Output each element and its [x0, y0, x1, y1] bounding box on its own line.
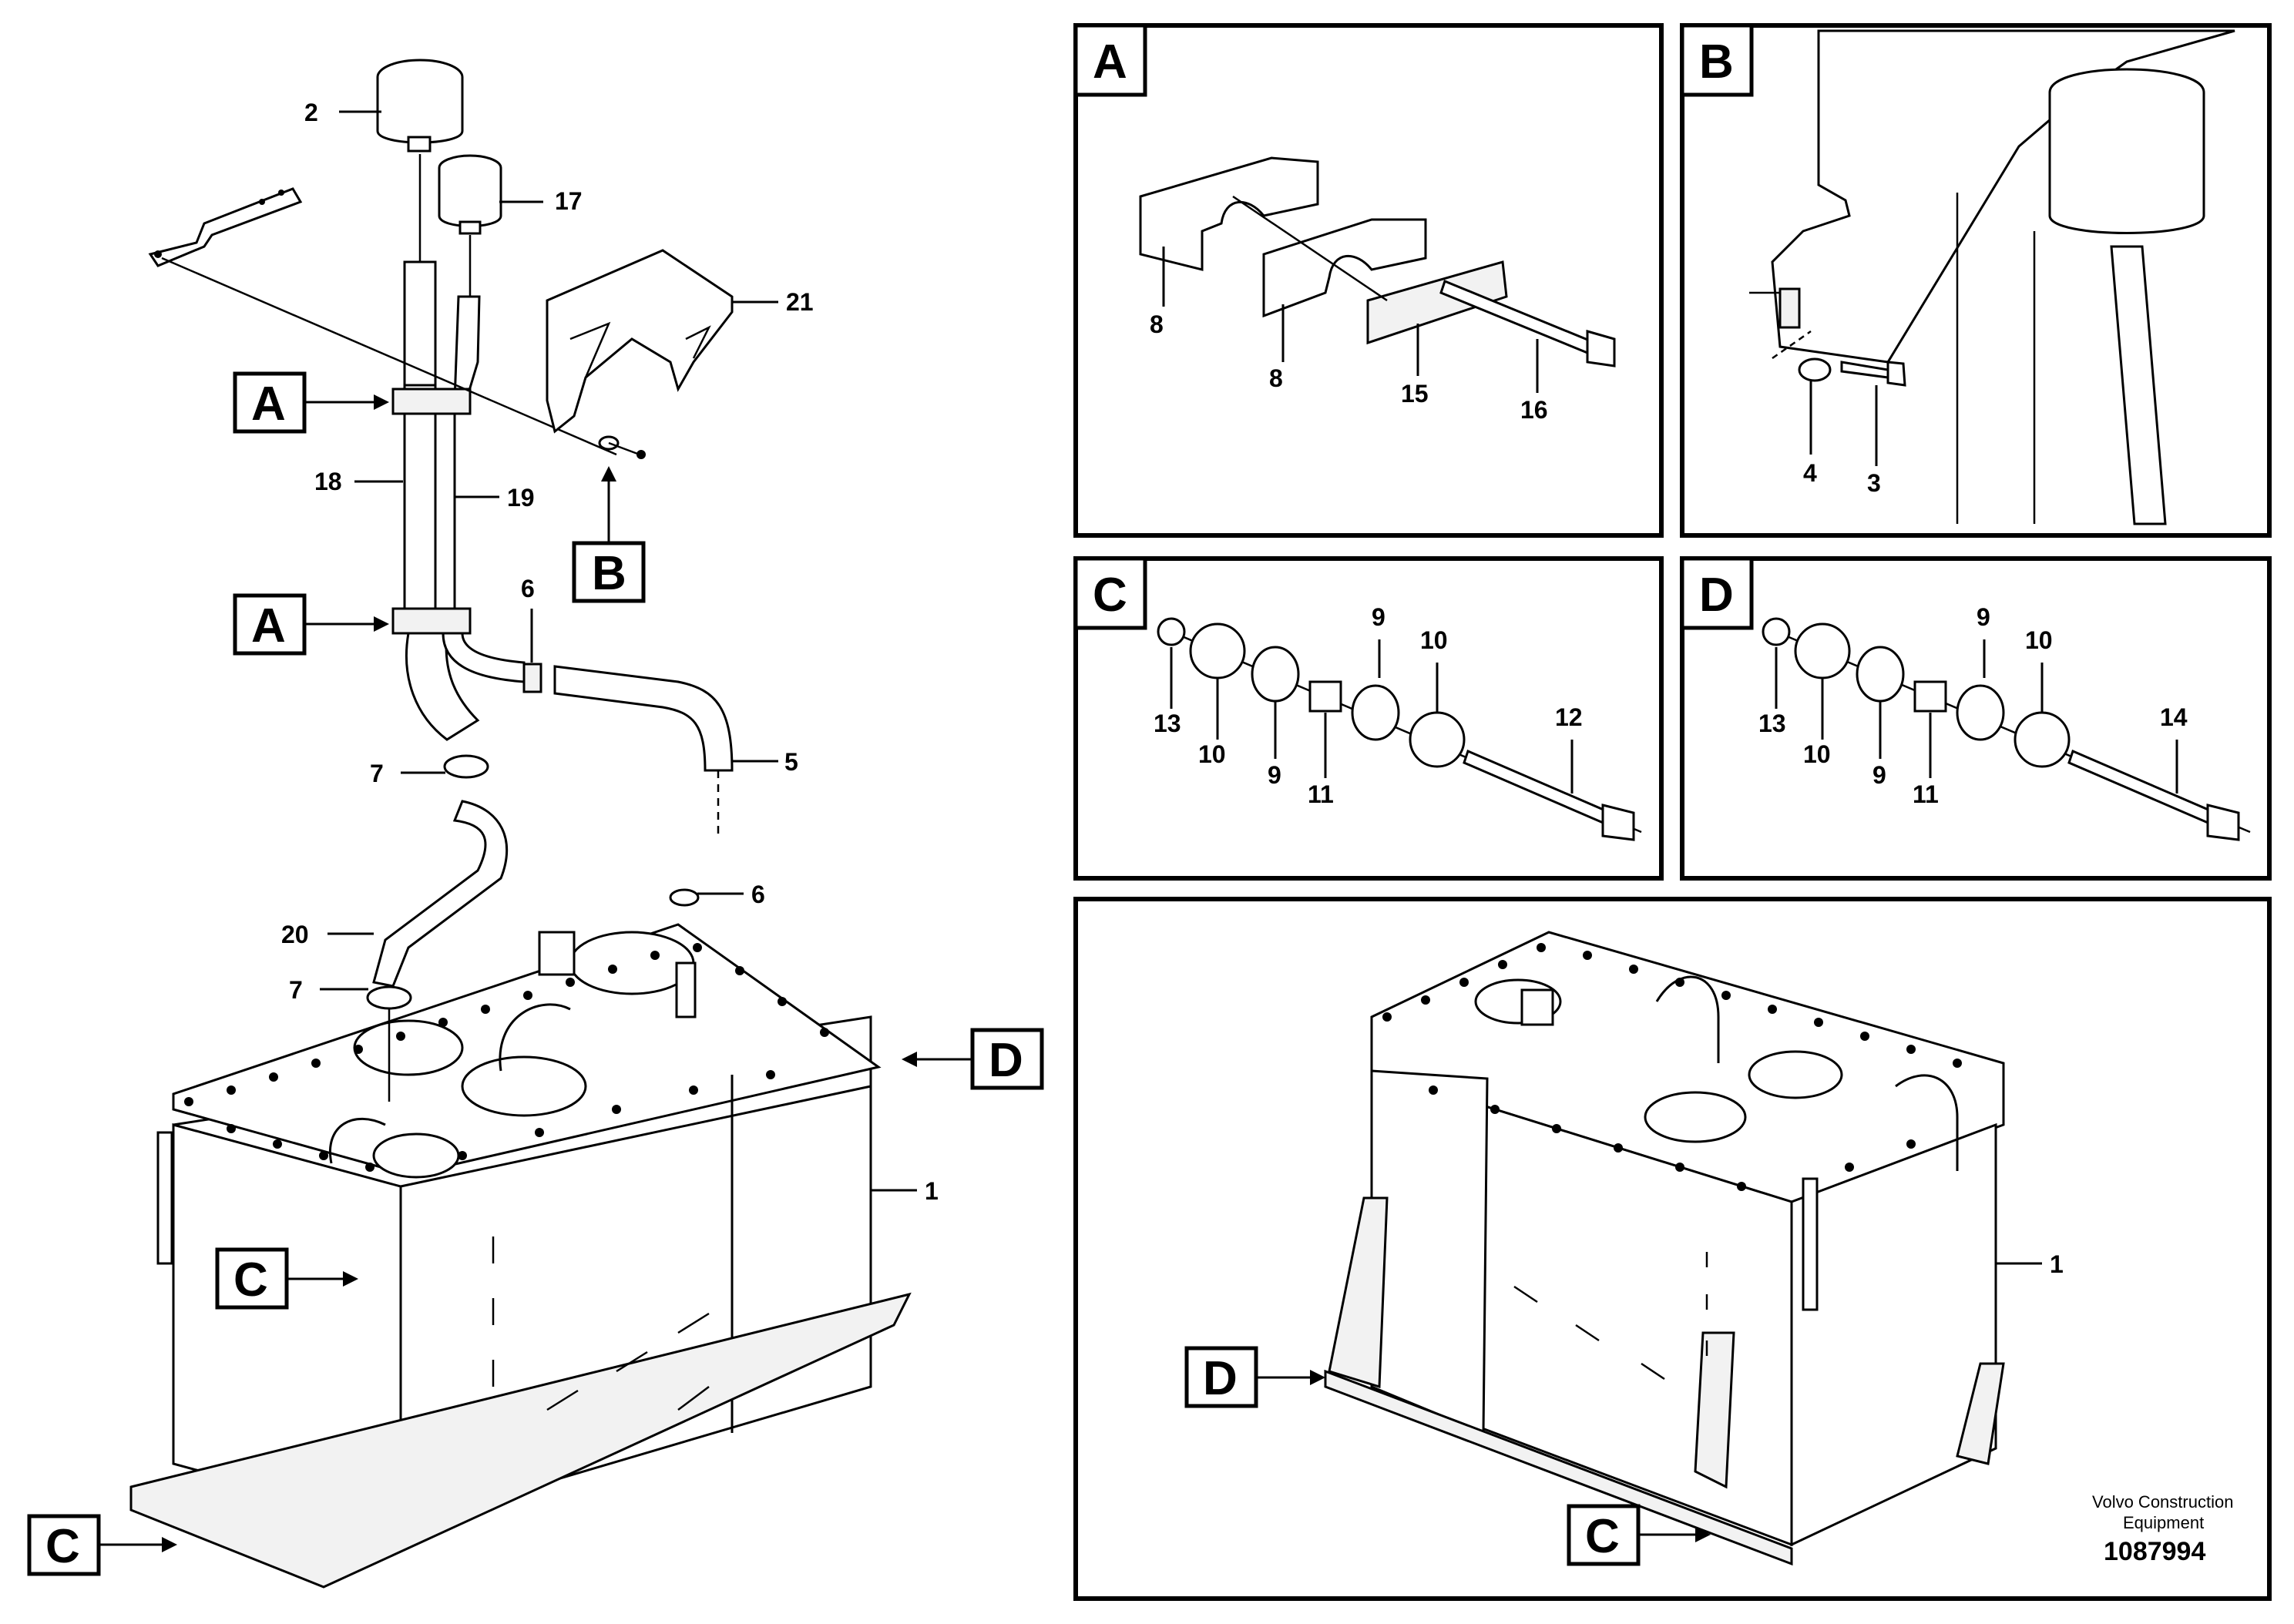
svg-text:C: C [45, 1520, 80, 1573]
svg-text:B: B [592, 547, 626, 600]
view-marker-c-lower: C [27, 1514, 177, 1576]
view-marker-a-lower: A [233, 593, 389, 656]
panel-c-callout-9b: 9 [1372, 603, 1385, 631]
detail-panel-d: D 13 10 9 11 9 10 14 [1680, 556, 2272, 881]
svg-text:C: C [1585, 1510, 1620, 1563]
panel-a-callout-15: 15 [1401, 380, 1429, 408]
svg-text:D: D [989, 1034, 1023, 1087]
panel-a-callout-8b: 8 [1269, 364, 1283, 392]
breather-filter [438, 154, 502, 235]
footer-brand-line2: Equipment [2123, 1513, 2204, 1532]
panel-a-callout-8a: 8 [1150, 310, 1164, 338]
callout-19: 19 [507, 484, 535, 512]
panel-d-callout-14: 14 [2160, 703, 2188, 731]
guard-bracket [546, 249, 734, 434]
callout-21: 21 [786, 288, 814, 316]
callout-6b: 6 [751, 881, 765, 908]
callout-7a: 7 [370, 760, 384, 787]
panel-d-callout-10b: 10 [2025, 626, 2053, 654]
callout-5: 5 [784, 748, 798, 776]
rear-view-marker-d: D [1184, 1346, 1325, 1408]
lid-bolts [184, 943, 829, 1172]
callout-17: 17 [555, 187, 583, 215]
rear-lid-bolts [1382, 943, 1962, 1191]
rear-view-marker-c: C [1567, 1504, 1711, 1566]
panel-d-label: D [1699, 569, 1734, 622]
panel-d-callout-11: 11 [1913, 780, 1939, 808]
hydraulic-tank [129, 923, 912, 1589]
callout-20: 20 [281, 921, 309, 948]
callout-7b: 7 [289, 976, 303, 1004]
view-marker-d: D [902, 1028, 1044, 1090]
panel-d-callout-13: 13 [1758, 710, 1786, 737]
panel-b-label: B [1699, 35, 1734, 89]
panel-c-callout-9a: 9 [1268, 761, 1281, 789]
callout-18: 18 [314, 468, 342, 495]
panel-c-callout-12: 12 [1555, 703, 1583, 731]
panel-d-callout-10a: 10 [1803, 740, 1831, 768]
svg-text:D: D [1203, 1352, 1238, 1405]
svg-text:A: A [251, 599, 286, 653]
svg-text:A: A [251, 377, 286, 431]
detail-panel-b: B 4 3 [1680, 23, 2272, 538]
drawing-number: 1087994 [2104, 1537, 2205, 1566]
footer-brand-line1: Volvo Construction [2092, 1492, 2233, 1512]
callout-1a: 1 [925, 1177, 939, 1205]
filler-cap [376, 59, 464, 153]
panel-a-callout-16: 16 [1520, 396, 1548, 424]
panel-c-callout-13: 13 [1154, 710, 1181, 737]
panel-c-callout-10a: 10 [1198, 740, 1226, 768]
view-marker-a-upper: A [233, 371, 389, 434]
detail-panel-a: A 8 8 15 16 [1073, 23, 1664, 538]
callout-2: 2 [304, 99, 318, 126]
detail-panel-c: C 13 10 9 11 9 10 12 [1073, 556, 1664, 881]
panel-b-callout-4: 4 [1803, 459, 1817, 487]
view-marker-c-upper: C [215, 1247, 358, 1310]
panel-c-callout-11: 11 [1308, 780, 1334, 808]
panel-d-callout-9a: 9 [1872, 761, 1886, 789]
mounting-bracket [148, 187, 303, 267]
rear-callout-1: 1 [2050, 1250, 2064, 1278]
callout-6a: 6 [521, 575, 535, 602]
panel-c-label: C [1093, 569, 1127, 622]
svg-text:C: C [233, 1253, 268, 1307]
panel-d-callout-9b: 9 [1977, 603, 1990, 631]
panel-a-label: A [1093, 35, 1127, 89]
detail-panel-rear-view: 1 D C Volvo Construction Equipment 10879… [1073, 897, 2272, 1601]
panel-b-callout-3: 3 [1867, 469, 1881, 497]
view-marker-b: B [572, 466, 646, 603]
panel-c-callout-10b: 10 [1420, 626, 1448, 654]
main-assembly: 2 17 21 18 19 6 5 7 6 20 7 1 A A B [27, 59, 1044, 1589]
